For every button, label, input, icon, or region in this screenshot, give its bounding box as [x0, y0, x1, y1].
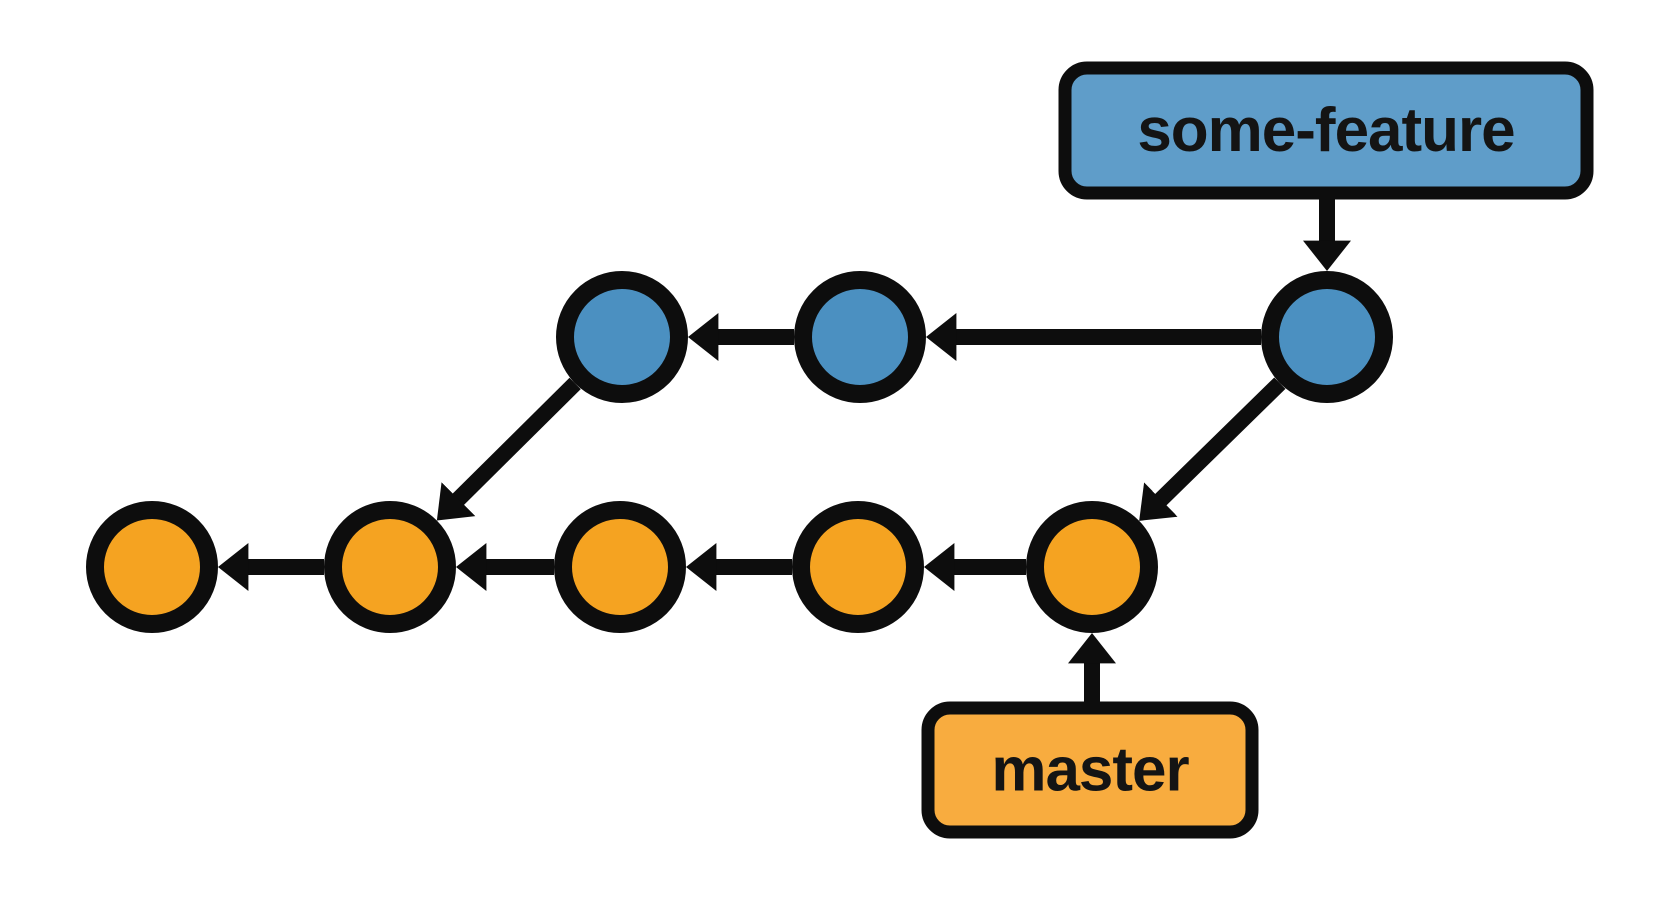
- commit-node-m3-master: [554, 501, 686, 633]
- commit-edges-layer: [218, 313, 1286, 591]
- edge-f1-to-m2: [436, 377, 581, 521]
- commit-node-m2-master: [324, 501, 456, 633]
- commit-node-f1-some-feature: [556, 271, 688, 403]
- branch-label-master: master: [921, 633, 1259, 839]
- commit-nodes-layer: [86, 271, 1393, 633]
- commit-node-m5-master: [1026, 501, 1158, 633]
- branch-label-some-feature: some-feature: [1058, 61, 1594, 271]
- commit-node-f2-some-feature: [794, 271, 926, 403]
- commit-node-m4-master: [792, 501, 924, 633]
- branch-label-text-master: master: [991, 736, 1189, 805]
- commit-node-m1-master: [86, 501, 218, 633]
- commit-node-f3-some-feature: [1261, 271, 1393, 403]
- branch-label-box-master: [921, 701, 1259, 839]
- edge-f3-to-m5: [1139, 377, 1286, 521]
- branch-label-text-some-feature: some-feature: [1137, 96, 1514, 165]
- branch-label-box-some-feature: [1058, 61, 1594, 200]
- branch-labels-layer: some-feature master: [921, 61, 1594, 839]
